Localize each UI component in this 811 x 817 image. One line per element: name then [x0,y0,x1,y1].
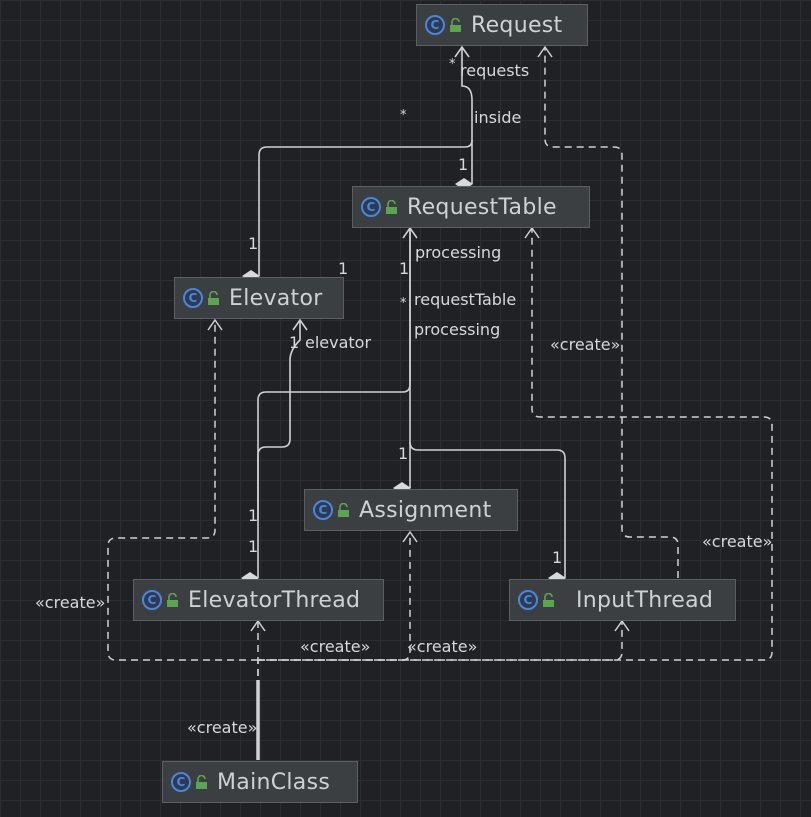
public-lock-icon [196,775,207,789]
stereotype-create-label: «create» [35,593,106,612]
public-lock-icon [167,593,178,607]
multiplicity-label: 1 [338,259,349,278]
dep-mainclass-elevator [107,320,258,661]
edge-elevator-requests [242,47,473,282]
class-request[interactable]: C Request [416,4,588,46]
multiplicity-label: 1 [289,333,300,352]
class-c-icon: C [518,590,538,610]
multiplicity-label: 1 [248,506,259,525]
stereotype-create-label: «create» [702,532,773,551]
dep-inputthread-request [544,47,679,578]
multiplicity-label: * [400,296,407,311]
class-name: MainClass [217,769,331,795]
multiplicity-label: 1 [248,537,259,556]
class-c-icon: C [313,500,333,520]
role-label-request-table: requestTable [414,290,517,309]
role-label-processing: processing [415,243,502,262]
public-lock-icon [208,291,219,305]
role-label-requests: requests [460,61,530,80]
class-name: Assignment [359,497,492,523]
stereotype-create-label: «create» [407,637,478,656]
public-lock-icon [450,18,461,32]
class-name: ElevatorThread [188,587,361,613]
edge-elevatorthread-elevator [241,320,301,584]
public-lock-icon [338,503,349,517]
stereotype-create-label: «create» [550,335,621,354]
multiplicity-label: 1 [552,548,563,567]
multiplicity-label: 1 [248,234,259,253]
class-name: RequestTable [407,194,557,220]
class-elevator[interactable]: C Elevator [174,277,344,319]
multiplicity-label: * [449,57,456,72]
public-lock-icon [386,200,397,214]
class-request-table[interactable]: C RequestTable [352,186,590,228]
role-label-inside: inside [474,108,522,127]
class-c-icon: C [171,772,191,792]
class-name: Elevator [229,285,323,311]
stereotype-create-label: «create» [187,718,258,737]
public-lock-icon [543,593,554,607]
edge-elevatorthread-requesttable [257,228,411,520]
class-name: Request [471,12,563,38]
stereotype-create-label: «create» [300,637,371,656]
dep-mainclass-inputthread [258,621,623,661]
multiplicity-label: * [400,108,407,123]
class-c-icon: C [361,197,381,217]
class-c-icon: C [183,288,203,308]
edge-inputthread-requesttable [409,441,566,584]
class-assignment[interactable]: C Assignment [304,489,518,531]
class-elevator-thread[interactable]: C ElevatorThread [133,579,384,621]
multiplicity-label: 1 [399,259,410,278]
class-main-class[interactable]: C MainClass [162,761,358,803]
class-c-icon: C [425,15,445,35]
role-label-processing: processing [414,320,501,339]
class-name: InputThread [576,587,714,613]
class-c-icon: C [142,590,162,610]
multiplicity-label: 1 [398,444,409,463]
class-input-thread[interactable]: C InputThread [509,579,736,621]
role-label-elevator: elevator [305,333,372,352]
multiplicity-label: 1 [458,155,469,174]
